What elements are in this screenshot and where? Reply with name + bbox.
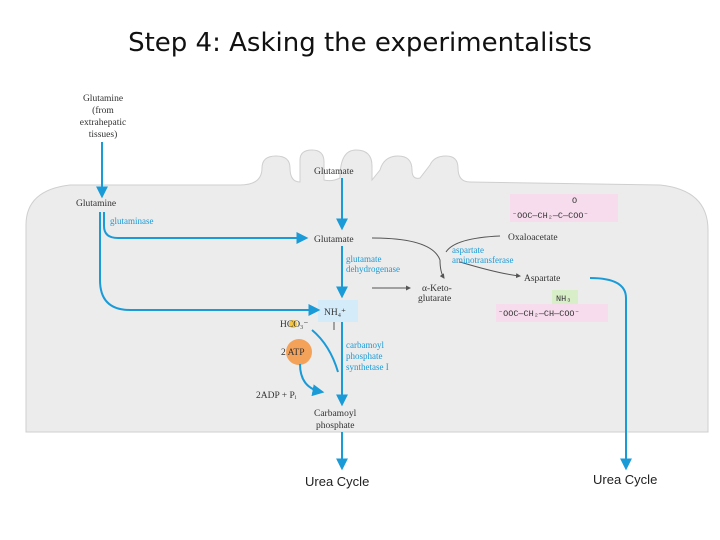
gdh-label-2: dehydrogenase: [346, 264, 400, 274]
aspartate-formula-highlight: [496, 304, 608, 322]
slide-title: Step 4: Asking the experimentalists: [128, 28, 592, 58]
akg-label-1: α-Keto-: [422, 284, 452, 294]
cps-label-3: synthetase I: [346, 362, 389, 372]
cps-label-1: carbamoyl: [346, 340, 384, 350]
atp-label: 2 ATP: [281, 348, 305, 358]
carbamoyl-phosphate-label-1: Carbamoyl: [314, 409, 357, 419]
aat-label-1: aspartate: [452, 245, 484, 255]
hco3-label: HCO₃⁻: [280, 320, 308, 330]
transamination-arrows: [333, 235, 521, 330]
cell-membrane: [25, 149, 709, 433]
aspartate-label: Aspartate: [524, 274, 560, 284]
oxaloacetate-o-label: O: [572, 196, 577, 206]
akg-label-2: glutarate: [418, 294, 451, 304]
nh4-highlight: [318, 300, 358, 322]
glutamine-label: Glutamine: [76, 199, 116, 209]
gdh-label-1: glutamate: [346, 254, 382, 264]
glutaminase-label: glutaminase: [110, 216, 154, 226]
glutamate-top-label: Glutamate: [314, 167, 354, 177]
glutamine-source-label: Glutamine: [83, 94, 123, 104]
pathway-arrows: [96, 142, 632, 471]
oxaloacetate-label: Oxaloacetate: [508, 233, 558, 243]
oxaloacetate-highlight: [510, 194, 618, 222]
aat-label-2: aminotransferase: [452, 255, 513, 265]
adp-label: 2ADP + Pᵢ: [256, 391, 297, 401]
hco3-carbon-dot: [289, 320, 297, 328]
atp-circle: [286, 339, 312, 365]
glutamine-source-label-2: (from: [92, 105, 114, 116]
urea-cycle-left-label: Urea Cycle: [305, 474, 369, 489]
glutamate-mid-label: Glutamate: [314, 235, 354, 245]
urea-cycle-right-label: Urea Cycle: [593, 472, 657, 487]
aspartate-formula: ⁻OOC—CH₂—CH—COO⁻: [498, 309, 580, 319]
carbamoyl-phosphate-label-2: phosphate: [316, 421, 355, 431]
nh3-highlight: [552, 290, 578, 306]
oxaloacetate-formula: ⁻OOC—CH₂—C—COO⁻: [512, 211, 589, 221]
nh3-label: NH₃: [556, 294, 571, 304]
nh4-label: NH₄⁺: [324, 308, 346, 318]
glutamine-source-label-4: tissues): [89, 129, 118, 140]
cps-label-2: phosphate: [346, 351, 383, 361]
glutamine-source-label-3: extrahepatic: [80, 118, 126, 128]
